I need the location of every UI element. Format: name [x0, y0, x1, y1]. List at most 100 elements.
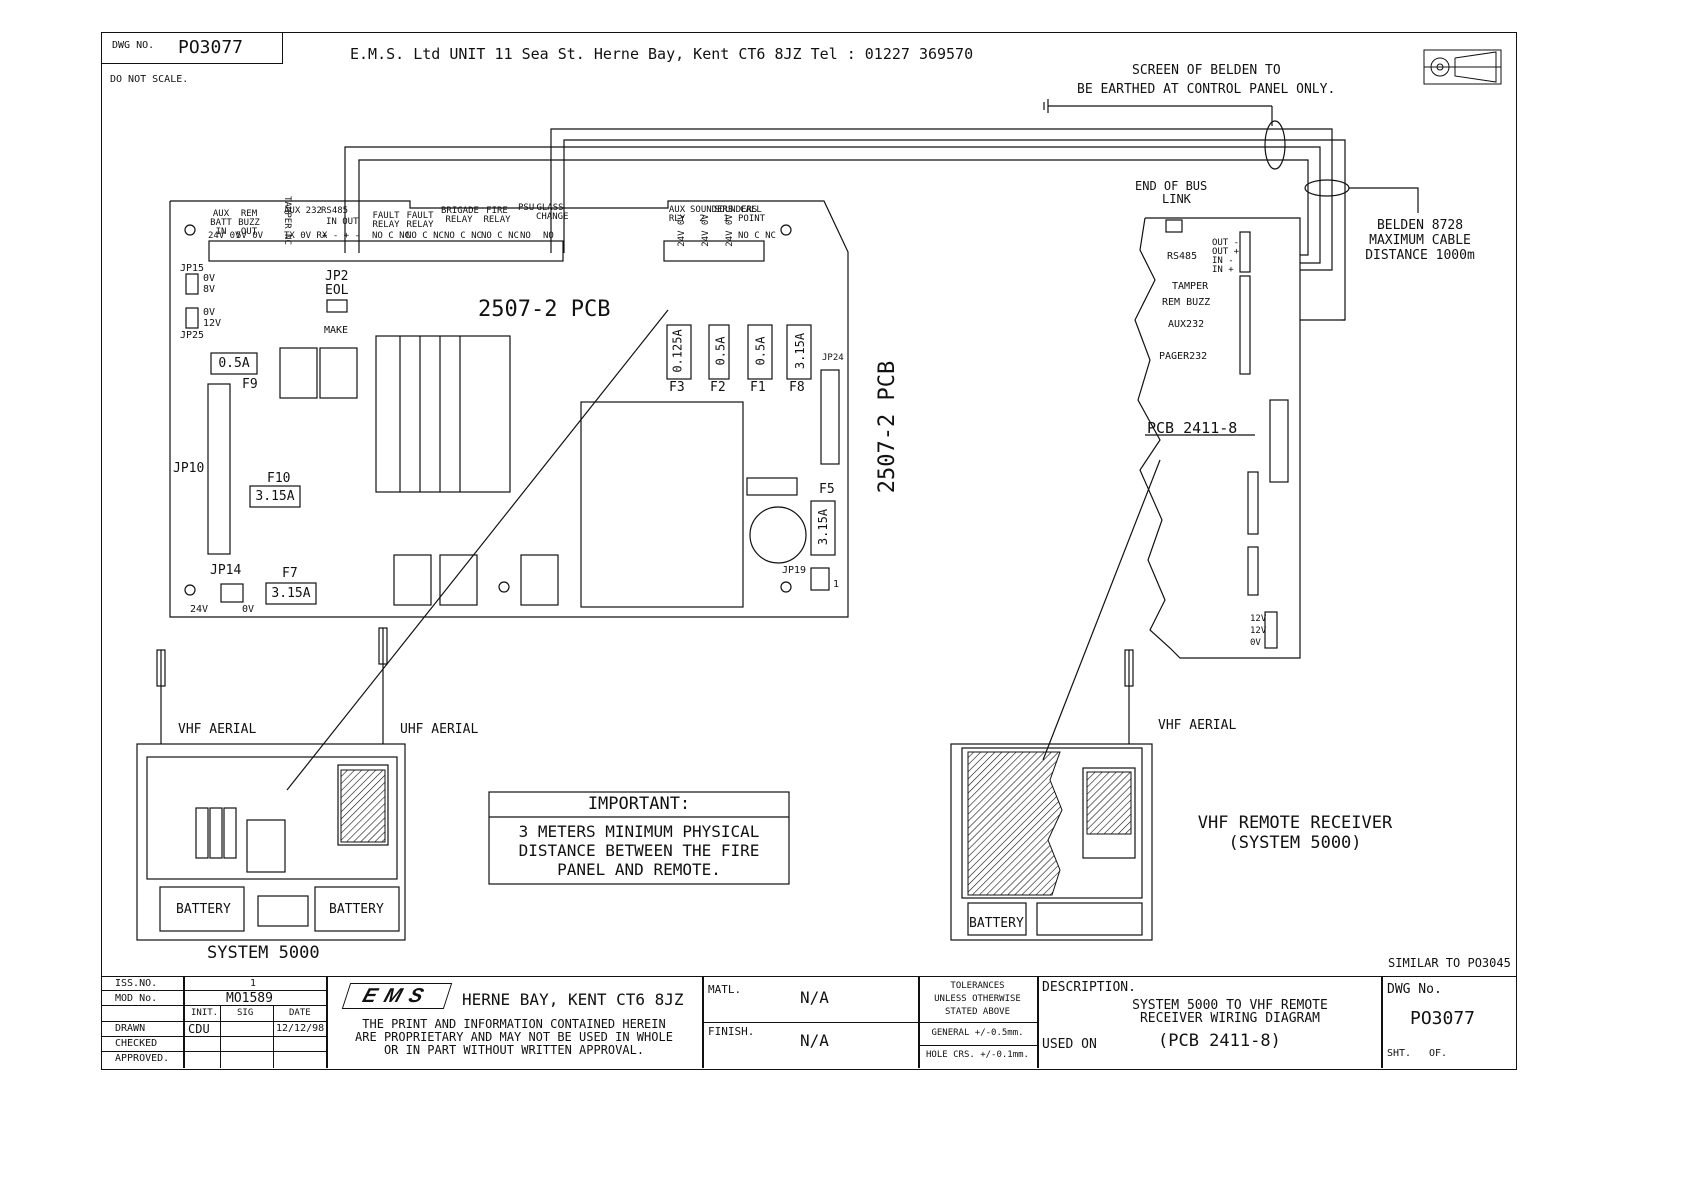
jumper-eol: EOL	[325, 283, 349, 298]
tolerance-line2: UNLESS OTHERWISE	[934, 994, 1021, 1004]
screen-note-line2: BE EARTHED AT CONTROL PANEL ONLY.	[1077, 82, 1336, 97]
terminal-sub-sounders-1: 24V 0V	[724, 214, 735, 247]
terminal-sub-psu: NO	[520, 231, 531, 241]
pcb-2411-pin-in-plus: IN +	[1212, 265, 1234, 275]
date-label: DATE	[289, 1008, 311, 1018]
mod-no-label: MOD No.	[115, 993, 158, 1004]
pcb-2411-label-rem-buzz: REM BUZZ	[1162, 297, 1211, 308]
terminal-sub-rem-buzz: 5V 0V	[236, 231, 264, 241]
description-line2: RECEIVER WIRING DIAGRAM	[1139, 1011, 1320, 1026]
system5000-title: SYSTEM 5000	[207, 943, 320, 963]
init-label: INIT.	[191, 1008, 219, 1018]
terminal-label-rs485: RS485	[321, 206, 349, 216]
fuse-f8-label: F8	[789, 380, 805, 395]
terminal-sub-fault-relay-1: NO C NC	[372, 231, 410, 241]
sheet-label: SHT.	[1387, 1048, 1412, 1059]
jumper-jp25: JP25	[180, 330, 205, 341]
jumper-jp19-pin1: 1	[833, 579, 840, 590]
terminal-sub-glass-change: NO	[543, 231, 554, 241]
terminal-label-call-point: CALL POINT	[738, 205, 766, 224]
drawn-label: DRAWN	[115, 1023, 146, 1034]
fuse-f3-rating: 0.125A	[670, 329, 685, 373]
pcb-2411-pin-12v-b: 12V	[1250, 626, 1267, 636]
system5000-battery-right: BATTERY	[329, 902, 384, 917]
ems-logo-text: EMS	[359, 985, 435, 1007]
vhf-aerial-label: VHF AERIAL	[178, 722, 257, 737]
remote-title-line1: VHF REMOTE RECEIVER	[1197, 813, 1393, 833]
important-line3: PANEL AND REMOTE.	[557, 860, 721, 879]
ems-logo: EMS	[341, 983, 453, 1009]
fuse-f7-rating: 3.15A	[271, 586, 311, 601]
end-of-bus-line2: LINK	[1162, 192, 1191, 206]
finish-label: FINISH.	[708, 1025, 755, 1038]
important-line1: 3 METERS MINIMUM PHYSICAL	[518, 822, 760, 841]
pcb-2411-pin-out-plus: OUT +	[1212, 247, 1240, 257]
fuse-f9-label: F9	[242, 377, 258, 392]
remote-aerial-label: VHF AERIAL	[1158, 718, 1237, 733]
title-dwg-no-label: DWG No.	[1387, 982, 1442, 997]
fuse-f5-rating: 3.15A	[816, 508, 831, 546]
terminal-label-aux-batt: AUX BATT IN	[210, 209, 232, 237]
sig-label: SIG	[237, 1008, 254, 1018]
jumper-jp14: JP14	[210, 563, 242, 578]
title-block	[101, 976, 1517, 1070]
terminal-sub-call-point: NO C NC	[738, 231, 776, 241]
pcb-2507-side-title: 2507-2 PCB	[875, 360, 901, 494]
finish-value: N/A	[800, 1031, 829, 1050]
belden-note-line2: MAXIMUM CABLE	[1369, 233, 1471, 248]
remote-title-line2: (SYSTEM 5000)	[1228, 833, 1362, 853]
notice-line2: ARE PROPRIETARY AND MAY NOT BE USED IN W…	[355, 1030, 673, 1044]
description-line1: SYSTEM 5000 TO VHF REMOTE	[1132, 998, 1328, 1013]
jumper-jp25-0v: 0V	[203, 307, 216, 318]
pcb-2411-label-tamper: TAMPER	[1172, 281, 1209, 292]
terminal-label-glass-change: GLASS CHANGE	[536, 203, 569, 222]
fuse-f5-label: F5	[819, 482, 835, 497]
terminal-label-sounders-1: SOUNDERS 1	[714, 205, 758, 224]
fuse-f1-label: F1	[750, 380, 766, 395]
belden-note-line1: BELDEN 8728	[1376, 218, 1464, 233]
fuse-f10-label: F10	[267, 471, 291, 486]
important-heading: IMPORTANT:	[587, 794, 691, 814]
drawn-date: 12/12/98	[276, 1023, 325, 1034]
dwg-number-box	[101, 32, 283, 64]
dwg-no-label: DWG NO.	[112, 40, 155, 51]
jumper-jp15-0v: 0V	[203, 273, 216, 284]
terminal-sub-brigade-relay: NO C NC	[444, 231, 482, 241]
end-of-bus-line1: END OF BUS	[1135, 179, 1208, 193]
fuse-f7-label: F7	[282, 566, 298, 581]
pcb-2411-label-aux232: AUX232	[1168, 319, 1205, 330]
jumper-make: MAKE	[324, 325, 349, 336]
pcb-2411-pin-0v: 0V	[1250, 638, 1261, 648]
screen-note-line1: SCREEN OF BELDEN TO	[1132, 63, 1281, 78]
terminal-label-sounders-2: SOUNDERS 2	[690, 205, 734, 224]
checked-label: CHECKED	[115, 1038, 158, 1049]
uhf-aerial-label: UHF AERIAL	[400, 722, 479, 737]
tolerance-line1: TOLERANCES	[950, 981, 1005, 991]
jumper-jp19: JP19	[782, 565, 807, 576]
of-label: OF.	[1429, 1048, 1448, 1059]
jumper-jp14-0v: 0V	[242, 604, 255, 615]
terminal-label-brigade-relay: BRIGADE RELAY	[441, 206, 479, 225]
terminal-label-psu: PSU	[518, 203, 535, 213]
jumper-jp10: JP10	[173, 461, 205, 476]
pcb-2411-label-rs485: RS485	[1167, 251, 1198, 262]
matl-label: MATL.	[708, 983, 742, 996]
terminal-label-aux-rly: AUX RLY	[668, 205, 686, 224]
fuse-f2-rating: 0.5A	[713, 336, 728, 366]
terminal-label-rem-buzz: REM BUZZ OUT	[238, 209, 260, 237]
system5000-battery-left: BATTERY	[176, 902, 231, 917]
fuse-f2-label: F2	[710, 380, 726, 395]
jumper-jp2: JP2	[325, 269, 349, 284]
pcb-2411-label-pager232: PAGER232	[1159, 351, 1208, 362]
used-on-label: USED ON	[1042, 1037, 1097, 1052]
drawn-by: CDU	[188, 1022, 210, 1036]
tolerance-general: GENERAL +/-0.5mm.	[931, 1028, 1024, 1038]
dwg-no: PO3077	[178, 37, 244, 58]
important-line2: DISTANCE BETWEEN THE FIRE	[518, 841, 760, 860]
belden-note-line3: DISTANCE 1000m	[1365, 248, 1475, 263]
terminal-sub-aux-batt: 24V 0V	[208, 231, 241, 241]
terminal-sub-fault-relay-2: NO C NC	[406, 231, 444, 241]
terminal-sub-rs485-io: IN OUT	[326, 217, 359, 227]
do-not-scale: DO NOT SCALE.	[110, 74, 189, 85]
approved-label: APPROVED.	[115, 1053, 170, 1064]
